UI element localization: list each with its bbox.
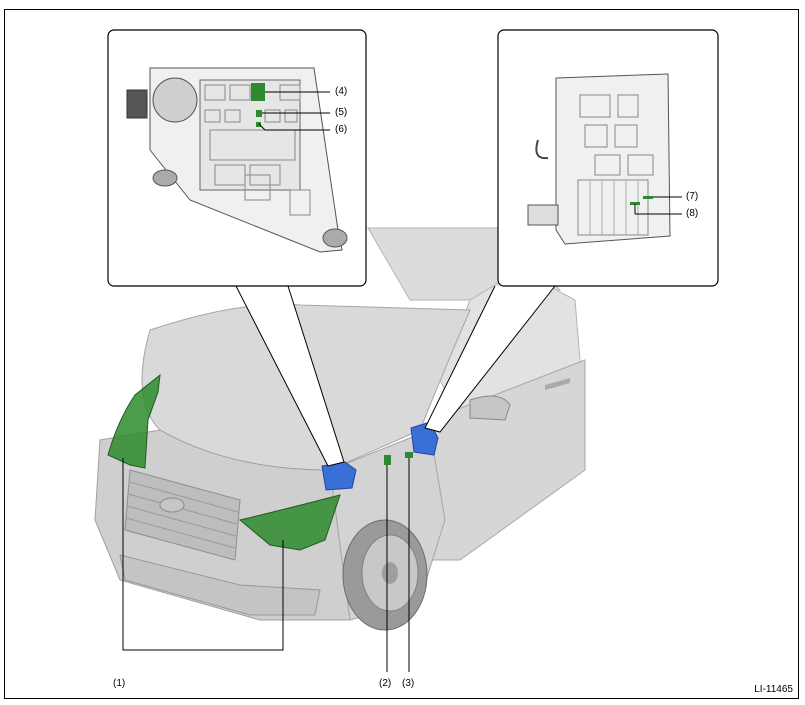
engine-fuse-box-highlight xyxy=(321,461,357,491)
component-3-highlight xyxy=(405,452,413,458)
right-headlamp-highlight xyxy=(238,494,341,551)
callout-1: (1) xyxy=(113,678,126,689)
left-headlamp-highlight xyxy=(107,373,161,469)
component-2-highlight xyxy=(384,455,391,465)
cabin-fuse-box-inset xyxy=(424,29,719,433)
callout-4: (4) xyxy=(335,86,348,97)
diagram-frame xyxy=(4,9,799,699)
engine-fuse-box-inset xyxy=(107,29,367,467)
callout-3: (3) xyxy=(402,678,415,689)
callout-6: (6) xyxy=(335,124,348,135)
callout-8: (8) xyxy=(686,208,699,219)
leader-lines xyxy=(122,458,410,672)
callout-7: (7) xyxy=(686,191,699,202)
figure-code: LI-11465 xyxy=(754,684,793,695)
callout-5: (5) xyxy=(335,107,348,118)
cabin-fuse-box-highlight xyxy=(410,421,439,456)
callout-2: (2) xyxy=(379,678,392,689)
